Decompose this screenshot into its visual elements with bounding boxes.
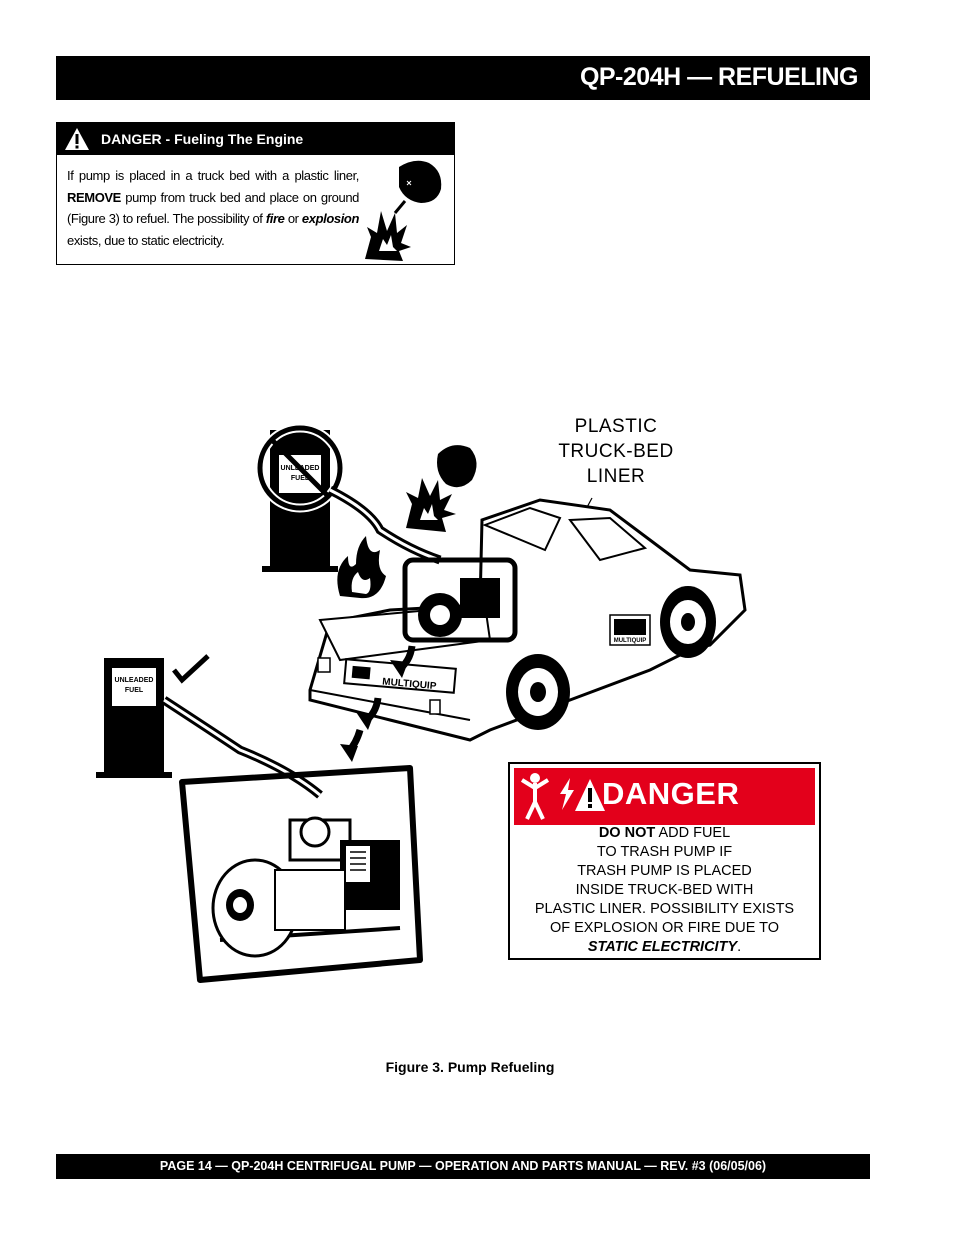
figure-caption: Figure 3. Pump Refueling xyxy=(385,1059,555,1075)
page-title: QP-204H — REFUELING xyxy=(579,63,859,91)
lightning-bolt-icon xyxy=(560,778,574,810)
truck-door-logo: MULTIQUIP xyxy=(609,614,651,646)
danger-notice-text: If pump is placed in a truck bed with a … xyxy=(67,165,359,251)
danger-sign-header: DANGER xyxy=(514,768,815,825)
danger-notice-box: DANGER - Fueling The Engine If pump is p… xyxy=(56,122,455,265)
checkmark-icon xyxy=(172,654,210,684)
warning-triangle-icon xyxy=(65,128,89,150)
sign-do-not: DO NOT xyxy=(598,825,656,841)
danger-sign-text: DO NOT ADD FUEL TO TRASH PUMP IF TRASH P… xyxy=(510,824,819,957)
sign-line6: OF EXPLOSION OR FIRE DUE TO xyxy=(549,920,780,936)
left-pump-label-2: FUEL xyxy=(125,687,144,694)
approved-fuel-pump: UNLEADED FUEL xyxy=(96,658,172,778)
move-down-arrows xyxy=(340,645,416,762)
page-title-bar: QP-204H — REFUELING xyxy=(56,56,870,100)
top-pump-label-2: FUEL xyxy=(291,475,310,482)
sign-line1: ADD FUEL xyxy=(655,825,731,841)
prohibited-fuel-pump: UNLEADED FUEL xyxy=(255,423,345,572)
plastic-liner-label: PLASTIC TRUCK-BED LINER xyxy=(540,414,692,489)
danger-text-remove: REMOVE xyxy=(67,189,121,205)
truck-tailgate-brand: MULTIQUIP xyxy=(382,676,437,692)
danger-notice-header: DANGER - Fueling The Engine xyxy=(57,123,454,155)
page-footer: PAGE 14 — QP-204H CENTRIFUGAL PUMP — OPE… xyxy=(56,1154,870,1179)
danger-text-fire: fire xyxy=(265,211,285,226)
ground-trash-pump xyxy=(179,765,423,983)
liner-label-line3: LINER xyxy=(586,466,646,487)
danger-triangle-icon xyxy=(575,779,605,811)
sign-line4: INSIDE TRUCK-BED WITH xyxy=(575,882,754,898)
liner-label-line2: TRUCK-BED xyxy=(558,441,674,462)
danger-text-line2: pump from truck bed and place on ground … xyxy=(67,189,359,227)
danger-text-line3: exists, due to static electricity. xyxy=(67,232,225,248)
danger-sign-word: DANGER xyxy=(602,776,740,811)
truck-door-brand: MULTIQUIP xyxy=(614,638,647,644)
pickup-truck: MULTIQUIP MULTIQUIP xyxy=(308,498,747,742)
sign-line5: PLASTIC LINER. POSSIBILITY EXISTS xyxy=(534,901,795,917)
explosion-hazard-icon xyxy=(365,160,442,261)
danger-text-explosion: explosion xyxy=(301,211,359,226)
refueling-illustration: UNLEADED FUEL MULTIQUIP MULTIQUIP xyxy=(96,423,747,983)
fire-hazard-icon xyxy=(337,536,386,599)
danger-text-line1: If pump is placed in a truck bed with a … xyxy=(67,168,359,183)
sign-line2: TO TRASH PUMP IF xyxy=(596,844,733,860)
danger-text-or: or xyxy=(287,211,302,226)
danger-sign: DANGER DO NOT ADD FUEL TO TRASH PUMP IF … xyxy=(508,762,821,960)
sign-period: . xyxy=(737,939,742,955)
danger-notice-heading: DANGER - Fueling The Engine xyxy=(101,131,304,147)
left-pump-label-1: UNLEADED xyxy=(115,677,154,684)
sign-static-electricity: STATIC ELECTRICITY xyxy=(587,939,738,955)
sign-line3: TRASH PUMP IS PLACED xyxy=(577,863,752,879)
person-shock-icon xyxy=(520,773,550,820)
liner-label-line1: PLASTIC xyxy=(574,416,658,437)
truck-explosion-icon xyxy=(406,445,477,532)
